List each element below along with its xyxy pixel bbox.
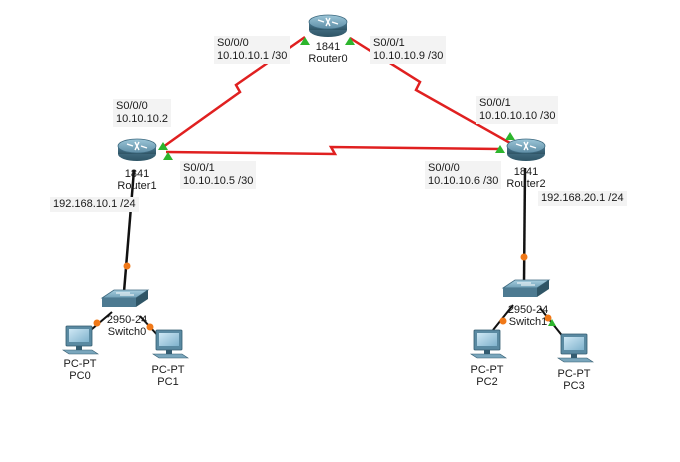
- router2-s001-label: S0/0/1 10.10.10.10 /30: [476, 96, 559, 124]
- interface-ip: 10.10.10.5 /30: [183, 175, 254, 187]
- link-up-indicator: [548, 319, 556, 326]
- link-port-indicator: [499, 317, 507, 325]
- pc0-label: PC-PT PC0: [58, 358, 102, 382]
- link-port-indicator: [520, 253, 528, 261]
- switch1-name: Switch1: [508, 316, 548, 328]
- switch1-icon[interactable]: [501, 279, 551, 297]
- link-port-indicator: [93, 319, 101, 327]
- pc3-model: PC-PT: [557, 368, 591, 380]
- serial-link-router1-router2[interactable]: [165, 145, 501, 156]
- switch0-icon[interactable]: [100, 289, 150, 307]
- router1-icon[interactable]: [117, 138, 157, 161]
- router1-s000-label: S0/0/0 10.10.10.2: [113, 99, 171, 127]
- switch0-label: 2950-24 Switch0: [97, 314, 157, 338]
- router0-name: Router0: [308, 53, 348, 65]
- router2-label: 1841 Router2: [504, 166, 548, 190]
- link-up-indicator: [495, 145, 505, 153]
- pc1-name: PC1: [157, 376, 179, 388]
- router2-icon[interactable]: [506, 138, 546, 161]
- router0-s001-label: S0/0/1 10.10.10.9 /30: [370, 36, 447, 64]
- pc1-label: PC-PT PC1: [146, 364, 190, 388]
- link-port-indicator: [146, 323, 154, 331]
- router2-s000-label: S0/0/0 10.10.10.6 /30: [425, 161, 502, 189]
- link-router1-switch0[interactable]: [122, 169, 136, 293]
- link-up-indicator: [158, 142, 168, 150]
- link-status-indicators: [93, 37, 556, 331]
- router2-name: Router2: [506, 178, 546, 190]
- pc0-icon[interactable]: [62, 325, 99, 355]
- interface-ip: 10.10.10.9 /30: [373, 50, 444, 62]
- link-port-indicator: [544, 314, 552, 322]
- interface-ip: 10.10.10.6 /30: [428, 175, 499, 187]
- pc2-icon[interactable]: [470, 329, 507, 359]
- router1-label: 1841 Router1: [115, 168, 159, 192]
- pc1-model: PC-PT: [151, 364, 185, 376]
- pc2-model: PC-PT: [470, 364, 504, 376]
- router1-s001-label: S0/0/1 10.10.10.5 /30: [180, 161, 257, 189]
- interface-port: S0/0/0: [428, 162, 460, 174]
- router0-s000-label: S0/0/0 10.10.10.1 /30: [214, 36, 291, 64]
- router0-model: 1841: [315, 41, 341, 53]
- switch0-name: Switch0: [107, 326, 147, 338]
- router0-icon[interactable]: [308, 14, 348, 37]
- router2-model: 1841: [513, 166, 539, 178]
- link-up-indicator: [505, 132, 515, 140]
- pc1-icon[interactable]: [152, 329, 189, 359]
- interface-port: S0/0/0: [217, 37, 249, 49]
- pc0-model: PC-PT: [63, 358, 97, 370]
- interface-port: S0/0/1: [479, 97, 511, 109]
- interface-ip: 192.168.10.1 /24: [53, 198, 136, 210]
- pc3-icon[interactable]: [557, 333, 594, 363]
- pc2-label: PC-PT PC2: [465, 364, 509, 388]
- interface-port: S0/0/1: [183, 162, 215, 174]
- switch1-model: 2950-24: [507, 304, 549, 316]
- link-router2-switch1[interactable]: [522, 167, 527, 284]
- interface-ip: 10.10.10.1 /30: [217, 50, 288, 62]
- pc3-name: PC3: [563, 380, 585, 392]
- router1-lan-label: 192.168.10.1 /24: [50, 197, 139, 212]
- interface-ip: 10.10.10.2: [116, 113, 168, 125]
- switch0-model: 2950-24: [106, 314, 148, 326]
- link-up-indicator: [300, 37, 310, 45]
- switch1-label: 2950-24 Switch1: [498, 304, 558, 328]
- interface-ip: 10.10.10.10 /30: [479, 110, 556, 122]
- interface-ip: 192.168.20.1 /24: [541, 192, 624, 204]
- router2-lan-label: 192.168.20.1 /24: [538, 191, 627, 206]
- link-port-indicator: [123, 262, 131, 270]
- link-up-indicator: [163, 152, 173, 160]
- router1-model: 1841: [124, 168, 150, 180]
- link-up-indicator: [345, 37, 355, 45]
- pc2-name: PC2: [476, 376, 498, 388]
- router0-label: 1841 Router0: [306, 41, 350, 65]
- interface-port: S0/0/1: [373, 37, 405, 49]
- interface-port: S0/0/0: [116, 100, 148, 112]
- pc0-name: PC0: [69, 370, 91, 382]
- pc3-label: PC-PT PC3: [552, 368, 596, 392]
- router1-name: Router1: [117, 180, 157, 192]
